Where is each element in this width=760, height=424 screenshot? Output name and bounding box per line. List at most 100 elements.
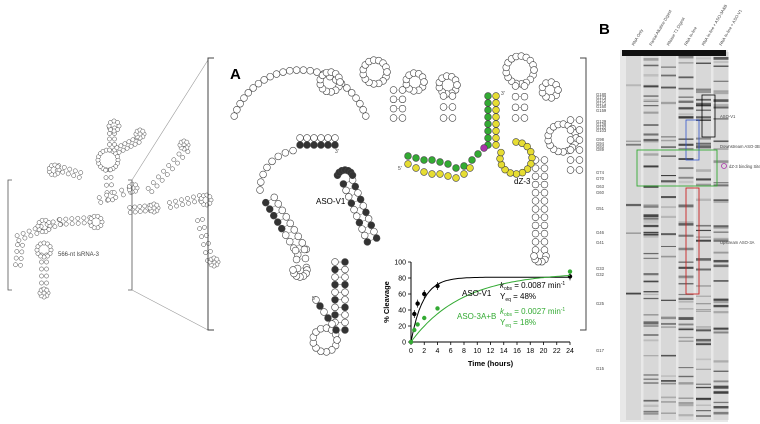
nucleotide bbox=[44, 280, 49, 286]
nucleotide bbox=[540, 246, 549, 254]
gel-band bbox=[713, 184, 729, 187]
nucleotide bbox=[531, 189, 540, 197]
g-label: G180 bbox=[596, 92, 607, 97]
gel-band bbox=[713, 391, 729, 394]
nucleotide bbox=[492, 92, 500, 100]
gel-band bbox=[678, 76, 694, 79]
nucleotide bbox=[112, 142, 117, 147]
gel-band bbox=[696, 62, 711, 65]
nucleotide bbox=[484, 113, 492, 121]
gel-band bbox=[661, 396, 676, 399]
downstream-box bbox=[685, 119, 700, 161]
gel-band bbox=[626, 143, 641, 146]
nucleotide bbox=[81, 215, 87, 221]
gel-band bbox=[713, 80, 729, 82]
nucleotide bbox=[324, 134, 332, 142]
x-tick-label: 6 bbox=[449, 348, 453, 355]
gel-band bbox=[643, 404, 659, 407]
gel-band bbox=[713, 280, 729, 282]
lane-label: RNA Only bbox=[631, 27, 645, 46]
y-tick-label: 0 bbox=[402, 340, 406, 347]
nucleotide bbox=[179, 197, 184, 203]
gel-band bbox=[713, 237, 729, 240]
gel-band bbox=[713, 370, 729, 372]
g-label: G63 bbox=[596, 184, 605, 189]
nucleotide bbox=[316, 302, 324, 310]
gel-band bbox=[643, 214, 659, 218]
dz-marker-icon bbox=[721, 163, 727, 169]
gel-band bbox=[643, 412, 659, 415]
g-label: G17 bbox=[596, 348, 605, 353]
nucleotide bbox=[531, 229, 540, 238]
nucleotide bbox=[353, 212, 361, 220]
nucleotide bbox=[262, 198, 270, 207]
gel-band bbox=[661, 322, 676, 325]
gel-band bbox=[661, 401, 676, 403]
nucleotide bbox=[236, 100, 244, 108]
gel-band bbox=[678, 403, 694, 407]
gel-band bbox=[713, 99, 729, 101]
data-point bbox=[435, 283, 440, 289]
gel-band bbox=[643, 124, 659, 126]
nucleotide bbox=[256, 186, 264, 194]
nucleotide bbox=[331, 258, 339, 266]
nucleotide bbox=[448, 103, 457, 111]
nucleotide bbox=[142, 208, 148, 214]
nucleotide bbox=[303, 141, 311, 149]
gel-band bbox=[643, 399, 659, 402]
g-label: G51 bbox=[596, 206, 605, 211]
nucleotide bbox=[317, 134, 325, 142]
gel-band bbox=[696, 137, 711, 140]
gel-band bbox=[713, 199, 729, 202]
nucleotide bbox=[531, 172, 540, 181]
nucleotide bbox=[137, 204, 143, 209]
nucleotide bbox=[127, 205, 133, 210]
gel-band bbox=[713, 239, 729, 242]
annot-upstream: Upstream ASO-3A bbox=[720, 240, 755, 245]
gel-band bbox=[696, 268, 711, 271]
gel-band bbox=[678, 297, 694, 301]
nucleotide bbox=[333, 336, 341, 344]
nucleotide bbox=[389, 95, 398, 104]
annot-dz: dZ-3 binding Site bbox=[729, 164, 760, 169]
gel-band bbox=[661, 255, 676, 258]
nucleotide bbox=[71, 173, 77, 178]
nucleotide bbox=[274, 200, 282, 208]
nucleotide bbox=[511, 103, 520, 112]
three-prime-label-b: 3' bbox=[335, 149, 339, 155]
nucleotide bbox=[492, 120, 500, 128]
nucleotide bbox=[575, 156, 584, 164]
gel-band bbox=[643, 218, 659, 220]
upstream-box bbox=[685, 187, 700, 295]
gel-band bbox=[713, 411, 729, 415]
nucleotide bbox=[286, 219, 294, 228]
x-tick-label: 10 bbox=[473, 348, 481, 355]
nucleotide bbox=[164, 172, 170, 177]
nucleotide bbox=[540, 213, 549, 221]
nucleotide bbox=[420, 168, 428, 176]
nucleotide bbox=[497, 160, 506, 169]
nucleotide bbox=[350, 205, 358, 214]
nucleotide bbox=[341, 280, 349, 289]
nucleotide bbox=[201, 242, 206, 247]
nucleotide bbox=[506, 169, 515, 177]
gel-band bbox=[696, 183, 711, 186]
panel-a-bracket-left bbox=[207, 57, 214, 331]
gel-band bbox=[678, 57, 694, 59]
nucleotide bbox=[372, 234, 381, 242]
left-bracket bbox=[7, 179, 12, 291]
nucleotide bbox=[484, 99, 492, 107]
nucleotide bbox=[331, 296, 339, 304]
gel-band bbox=[678, 397, 694, 399]
nucleotide bbox=[331, 141, 339, 149]
data-point bbox=[415, 301, 420, 306]
g-label: G70 bbox=[596, 176, 605, 181]
gel-band bbox=[661, 139, 676, 142]
gel-band bbox=[713, 57, 729, 60]
gel-band bbox=[626, 203, 641, 207]
gel-band bbox=[626, 140, 641, 142]
gel-band bbox=[696, 119, 711, 121]
nucleotide bbox=[398, 114, 407, 122]
nucleotide bbox=[52, 224, 58, 229]
nucleotide bbox=[331, 303, 339, 312]
